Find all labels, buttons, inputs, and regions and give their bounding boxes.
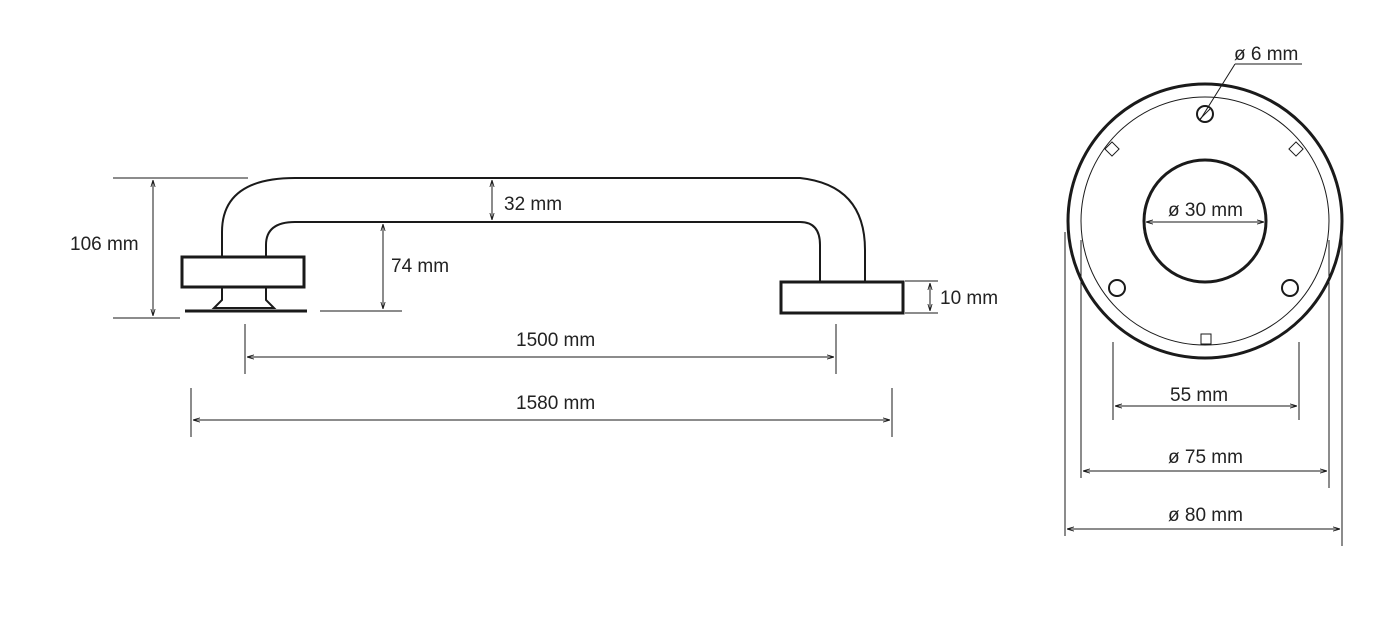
plate-label: 10 mm bbox=[940, 288, 998, 309]
outer-diameter-label: ø 80 mm bbox=[1168, 505, 1243, 526]
dimension-hole: ø 6 mm bbox=[1199, 44, 1302, 121]
mark-square-bottom bbox=[1200, 333, 1212, 345]
hole-spacing-label: 55 mm bbox=[1170, 385, 1228, 406]
height-label: 106 mm bbox=[70, 234, 139, 255]
tube-label: 32 mm bbox=[504, 194, 562, 215]
screw-hole-left bbox=[1108, 279, 1126, 297]
screw-hole-top bbox=[1196, 105, 1214, 123]
dimension-hole-spacing: 55 mm bbox=[1112, 342, 1300, 420]
dimension-tube: 32 mm bbox=[492, 180, 562, 220]
side-view: 106 mm 32 mm 74 mm 10 mm 1500 mm bbox=[70, 177, 998, 437]
clearance-label: 74 mm bbox=[391, 256, 449, 277]
dimension-inner-length: 1500 mm bbox=[244, 324, 837, 374]
dimension-inner-diameter: ø 75 mm bbox=[1080, 240, 1330, 488]
mark-square-right bbox=[1288, 141, 1304, 157]
dimension-clearance: 74 mm bbox=[320, 224, 449, 312]
dimension-plate: 10 mm bbox=[905, 280, 998, 314]
overall-length-label: 1580 mm bbox=[516, 393, 595, 414]
flange-bore bbox=[1142, 158, 1268, 284]
dimension-bore: ø 30 mm bbox=[1146, 200, 1264, 222]
right-flange bbox=[779, 280, 905, 315]
flange-inner-circle bbox=[1080, 96, 1330, 346]
dimension-outer-diameter: ø 80 mm bbox=[1064, 232, 1343, 546]
inner-diameter-label: ø 75 mm bbox=[1168, 447, 1243, 468]
flange-view: ø 6 mm ø 30 mm 55 mm ø 75 mm ø 80 mm bbox=[1064, 44, 1344, 546]
screw-hole-right bbox=[1281, 279, 1299, 297]
dimension-height: 106 mm bbox=[70, 177, 248, 319]
bore-label: ø 30 mm bbox=[1168, 200, 1243, 221]
left-flange bbox=[180, 255, 307, 313]
dimension-overall-length: 1580 mm bbox=[190, 388, 893, 437]
hole-label: ø 6 mm bbox=[1234, 44, 1298, 65]
grab-bar-tube bbox=[221, 177, 866, 282]
mark-square-left bbox=[1104, 141, 1120, 157]
inner-length-label: 1500 mm bbox=[516, 330, 595, 351]
flange-outer-circle bbox=[1066, 82, 1344, 360]
